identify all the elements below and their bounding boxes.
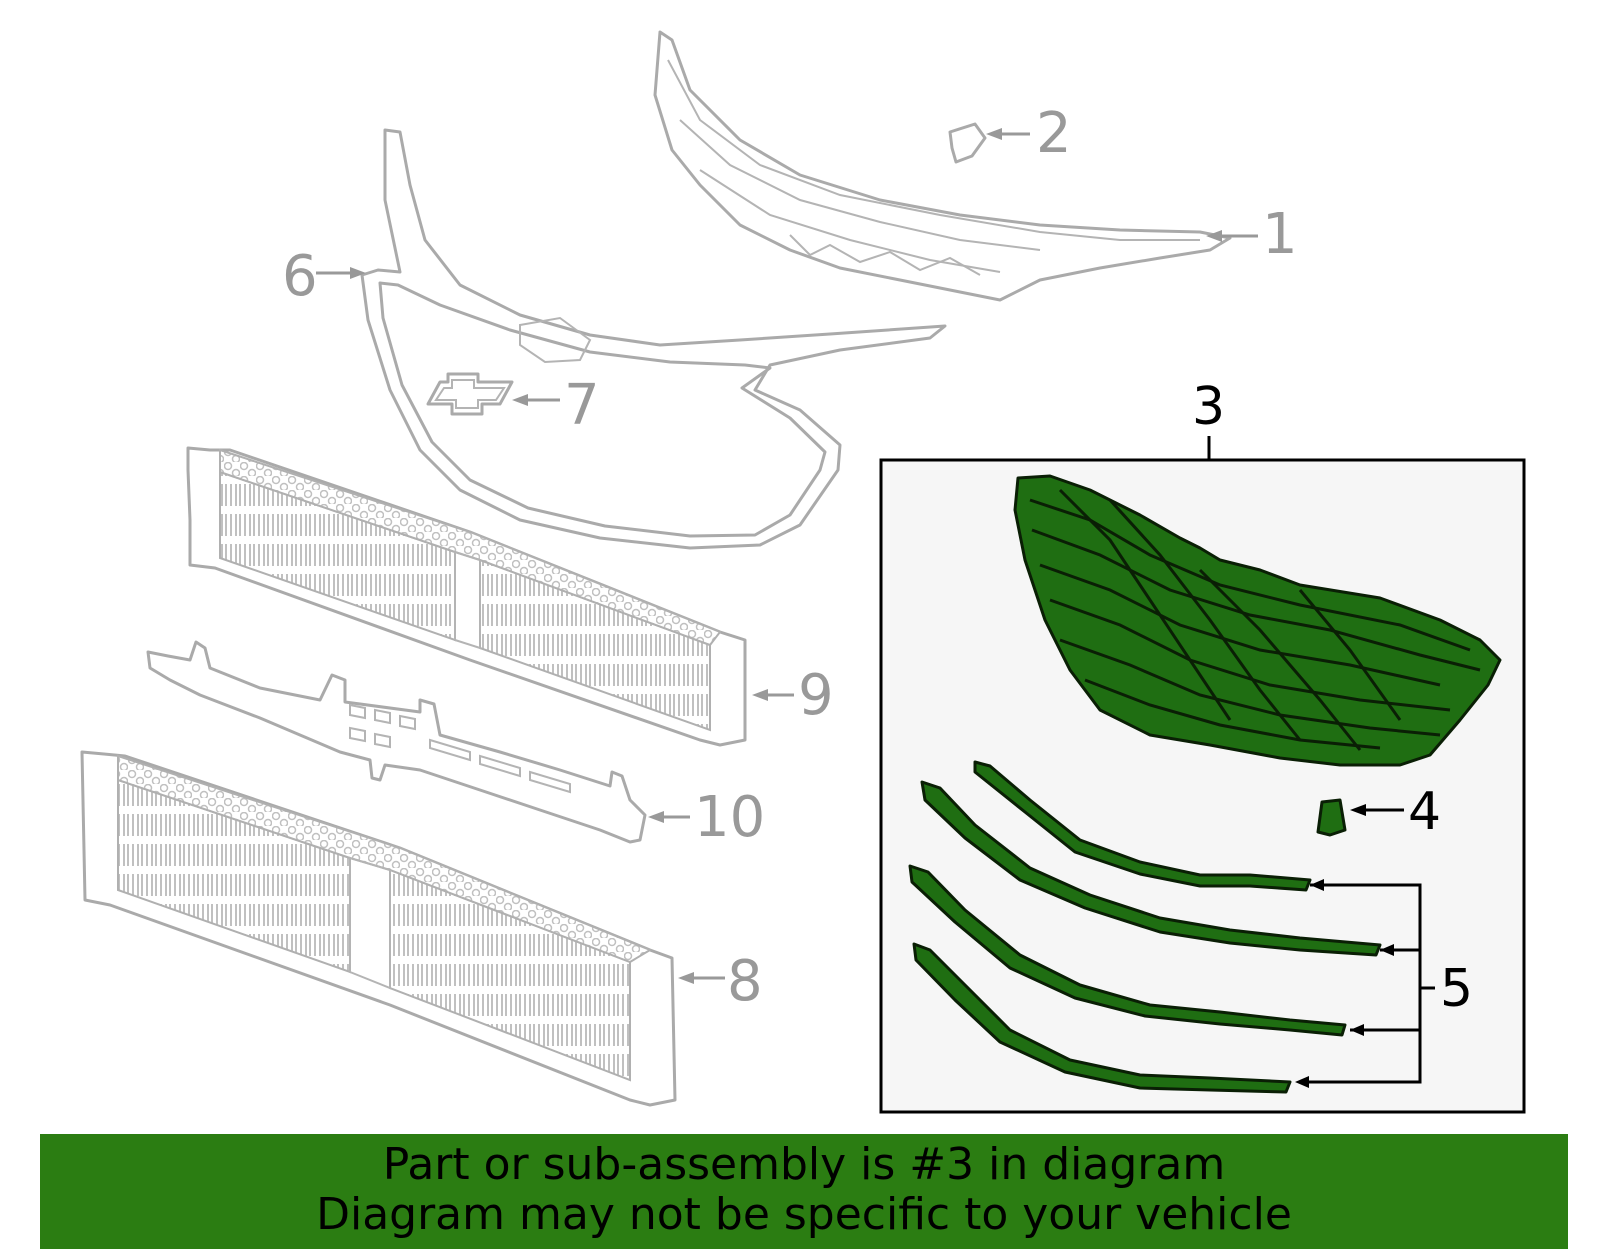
banner-line-1: Part or sub-assembly is #3 in diagram xyxy=(382,1139,1226,1190)
callout-label-8: 8 xyxy=(727,949,763,1014)
callout-label-5: 5 xyxy=(1440,959,1473,1019)
part-3-grille xyxy=(1013,474,1502,767)
part-4-clip xyxy=(1316,798,1347,837)
callout-9: 9 xyxy=(752,663,834,728)
parts-diagram: 1 2 6 7 9 xyxy=(80,30,1526,1114)
part-10-lower-bracket xyxy=(146,640,647,844)
part-5-molding-4 xyxy=(912,942,1292,1094)
info-banner: Part or sub-assembly is #3 in diagram Di… xyxy=(40,1134,1568,1249)
part-5-molding-3 xyxy=(908,864,1347,1037)
callout-label-3: 3 xyxy=(1192,377,1225,437)
callout-2: 2 xyxy=(986,101,1072,166)
callout-label-1: 1 xyxy=(1262,202,1298,267)
part-1-upper-grille-support xyxy=(653,30,1232,302)
part-9-upper-air-shutter xyxy=(186,446,747,747)
callout-label-9: 9 xyxy=(798,663,834,728)
callout-8: 8 xyxy=(678,949,763,1014)
callout-5: 5 xyxy=(1295,879,1473,1088)
banner-line-2: Diagram may not be specific to your vehi… xyxy=(316,1189,1292,1240)
callout-label-7: 7 xyxy=(564,373,600,438)
callout-label-6: 6 xyxy=(282,244,318,309)
part-5-molding-1 xyxy=(973,760,1312,892)
callout-label-2: 2 xyxy=(1036,101,1072,166)
callout-6: 6 xyxy=(282,244,366,309)
callout-4: 4 xyxy=(1350,782,1441,842)
part-6-grille-surround xyxy=(360,128,947,550)
callout-label-4: 4 xyxy=(1408,782,1441,842)
callout-10: 10 xyxy=(648,785,765,850)
part-2-clip xyxy=(948,122,987,164)
callout-label-10: 10 xyxy=(694,785,765,850)
part-5-molding-2 xyxy=(920,780,1382,957)
part-7-emblem xyxy=(426,372,514,416)
callout-1: 1 xyxy=(1206,202,1298,267)
part-8-lower-air-shutter xyxy=(80,750,677,1107)
callout-7: 7 xyxy=(512,373,600,438)
